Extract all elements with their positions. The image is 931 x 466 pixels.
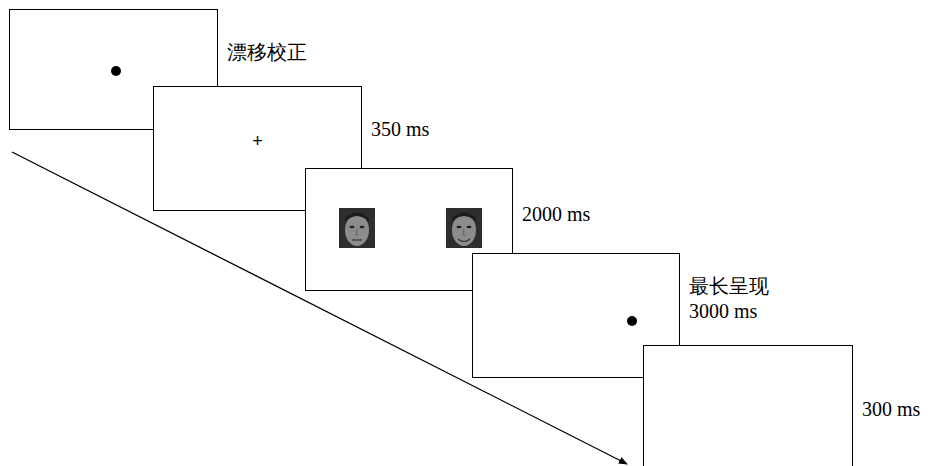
timing-label-slot: 300 ms — [862, 397, 920, 422]
face-eye — [350, 226, 355, 229]
face-hair — [345, 213, 369, 223]
timing-label-slot: 最长呈现 3000 ms — [689, 274, 771, 324]
timing-label: 300 ms — [862, 397, 920, 422]
face-ground — [339, 208, 375, 248]
fixation-cross-slot: + — [154, 131, 361, 151]
timing-label-slot: 350 ms — [371, 117, 429, 142]
face-mouth — [352, 239, 362, 240]
fixation-dot — [109, 64, 123, 78]
dot — [111, 66, 121, 76]
screen-frame: 300 ms — [643, 345, 853, 466]
face-image — [339, 208, 375, 248]
timing-label-slot: 2000 ms — [522, 202, 590, 227]
face-eye — [457, 226, 462, 229]
face-eye — [360, 226, 365, 229]
timing-label: 350 ms — [371, 117, 429, 142]
face-nose — [356, 229, 359, 235]
face-hair — [452, 213, 476, 223]
timing-label-slot: 漂移校正 — [227, 40, 307, 65]
timing-label: 2000 ms — [522, 202, 590, 227]
face-ground — [446, 208, 482, 248]
face-mouth — [458, 239, 470, 242]
timing-label: 最长呈现 3000 ms — [689, 274, 771, 324]
fixation-dot — [625, 314, 639, 328]
face-eye — [467, 226, 472, 229]
face-nose — [463, 229, 466, 235]
dot — [627, 316, 637, 326]
timing-label: 漂移校正 — [227, 40, 307, 65]
face-image — [446, 208, 482, 248]
fixation-cross: + — [154, 131, 361, 151]
